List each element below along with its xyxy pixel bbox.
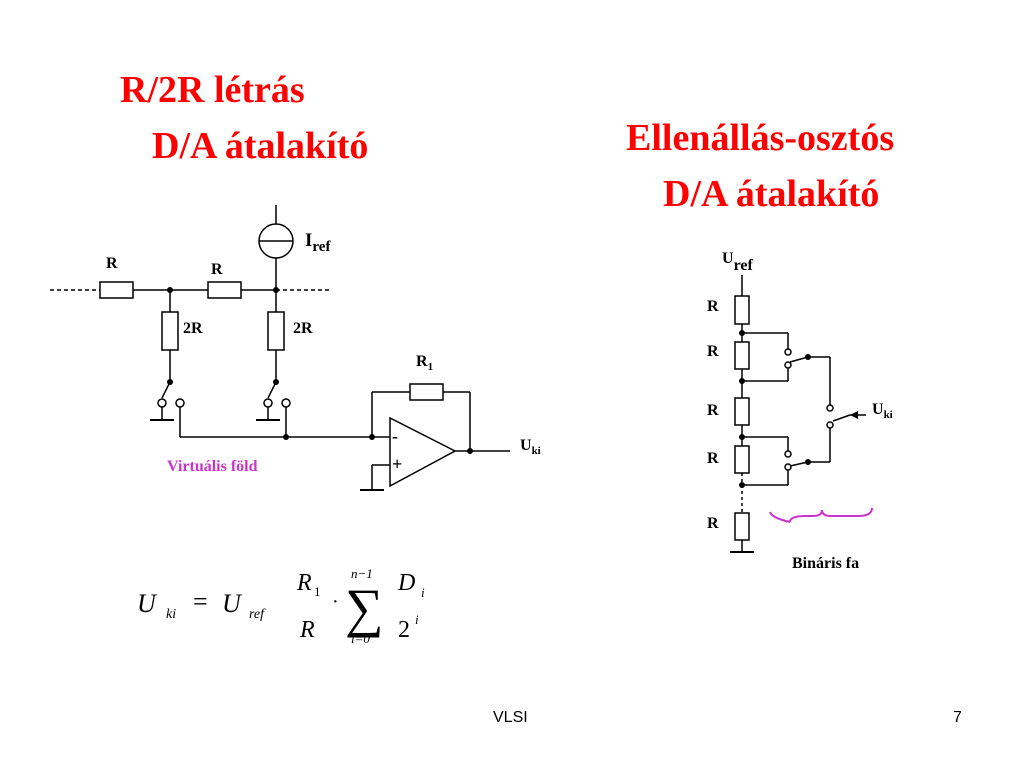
formula-d: D	[397, 570, 415, 596]
switch-5-contact-a	[826, 404, 834, 412]
divider-resistor-1	[734, 295, 750, 325]
label-uki-divider-main: U	[872, 401, 884, 418]
ladder-junction-dots	[167, 287, 473, 454]
label-uref: Uref	[722, 250, 753, 274]
switch-2-contact-a	[263, 398, 273, 408]
label-virtual-ground: Virtuális föld	[167, 458, 258, 475]
formula-eq: =	[193, 587, 208, 616]
label-uki-divider: Uki	[872, 401, 893, 421]
switch-1-contact-b	[175, 398, 185, 408]
divider-resistor-2	[734, 341, 750, 370]
formula-r: R	[299, 617, 315, 643]
switch-2-contact-b	[281, 398, 291, 408]
label-iref-main: I	[305, 230, 312, 251]
junction-dot	[273, 379, 279, 385]
divider-dots	[739, 330, 858, 488]
junction-dot	[805, 354, 811, 360]
title-right-line1: Ellenállás-osztós	[626, 117, 895, 159]
switch-4-contact-b	[784, 463, 792, 471]
formula-sum: ∑	[345, 578, 384, 638]
ladder-resistor-2r-1	[161, 311, 179, 351]
junction-dot	[739, 330, 745, 336]
label-div-r-5: R	[707, 515, 719, 532]
title-left-line2: D/A átalakító	[152, 125, 369, 167]
ladder-resistor-r1	[99, 281, 134, 299]
formula-r1: R	[296, 570, 312, 596]
label-div-r-4: R	[707, 450, 719, 467]
junction-dot	[167, 379, 173, 385]
label-uki-ladder: Uki	[520, 437, 541, 457]
switch-3-blade	[789, 356, 809, 363]
r2r-ladder-circuit	[50, 205, 510, 491]
feedback-resistor-r1	[409, 383, 444, 401]
switch-5-contact-b	[826, 421, 834, 429]
footer-page-number: 7	[953, 709, 962, 726]
label-div-r-3: R	[707, 402, 719, 419]
formula-d-sub: i	[421, 585, 425, 600]
label-uref-main: U	[722, 250, 734, 267]
junction-dot	[739, 434, 745, 440]
brace-icon	[789, 507, 873, 523]
junction-dot	[805, 459, 811, 465]
opamp-plus-sign: +	[392, 454, 402, 474]
switch-4-contact-a	[784, 450, 792, 458]
formula-ki: ki	[166, 607, 176, 622]
junction-dot	[283, 434, 289, 440]
title-left-line1: R/2R létrás	[120, 69, 305, 111]
formula: U ki = U ref R 1 R · ∑ n−1 i=0 D i 2 i	[137, 566, 425, 646]
label-r-1: R	[106, 255, 118, 272]
junction-dot	[739, 482, 745, 488]
label-iref-sub: ref	[312, 239, 331, 255]
label-uki-ladder-main: U	[520, 437, 532, 454]
divider-labels: Uref R R R R R Uki Bináris fa	[707, 250, 893, 572]
switch-3-contact-b	[784, 361, 792, 369]
label-uref-sub: ref	[734, 257, 754, 274]
label-binary-tree: Bináris fa	[792, 555, 859, 572]
label-uki-divider-sub: ki	[884, 409, 893, 421]
arrow-head-icon	[850, 411, 858, 419]
label-r1-sub: 1	[428, 361, 434, 373]
junction-dot	[739, 378, 745, 384]
junction-dot	[369, 434, 375, 440]
divider-resistor-5	[734, 512, 750, 541]
junction-dot	[167, 287, 173, 293]
formula-two: 2	[398, 617, 410, 643]
label-uki-ladder-sub: ki	[532, 445, 541, 457]
footer-center: VLSI	[493, 709, 528, 726]
label-iref: Iref	[305, 230, 331, 255]
opamp-icon	[389, 416, 457, 488]
formula-u: U	[137, 589, 158, 618]
label-r1-main: R	[416, 353, 428, 370]
formula-upper: n−1	[351, 566, 373, 581]
switch-3-contact-a	[784, 348, 792, 356]
divider-resistor-3	[734, 397, 750, 426]
ladder-resistor-r2	[207, 281, 242, 299]
formula-lower: i=0	[351, 631, 370, 646]
label-2r-1: 2R	[183, 320, 203, 337]
formula-ref: ref	[249, 607, 266, 622]
divider-resistor-4	[734, 445, 750, 474]
switch-4-blade	[789, 461, 809, 467]
formula-r1-sub: 1	[314, 584, 321, 599]
resistor-divider-circuit	[730, 275, 873, 553]
switch-5-blade	[832, 414, 851, 422]
ladder-resistor-2r-2	[267, 311, 285, 351]
label-2r-2: 2R	[293, 320, 313, 337]
brace-end-icon	[769, 511, 791, 523]
junction-dot	[467, 448, 473, 454]
formula-u2: U	[222, 589, 243, 618]
label-div-r-2: R	[707, 343, 719, 360]
label-div-r-1: R	[707, 298, 719, 315]
ladder-labels: R R 2R 2R Iref R1 - + Uki Virtuális föld	[106, 230, 541, 475]
label-r-2: R	[211, 261, 223, 278]
label-r1: R1	[416, 353, 433, 373]
opamp-minus-sign: -	[392, 426, 398, 446]
title-right-line2: D/A átalakító	[663, 173, 880, 215]
formula-two-exp: i	[415, 612, 419, 627]
switch-1-contact-a	[157, 398, 167, 408]
formula-dot: ·	[332, 591, 339, 613]
junction-dot	[273, 287, 279, 293]
